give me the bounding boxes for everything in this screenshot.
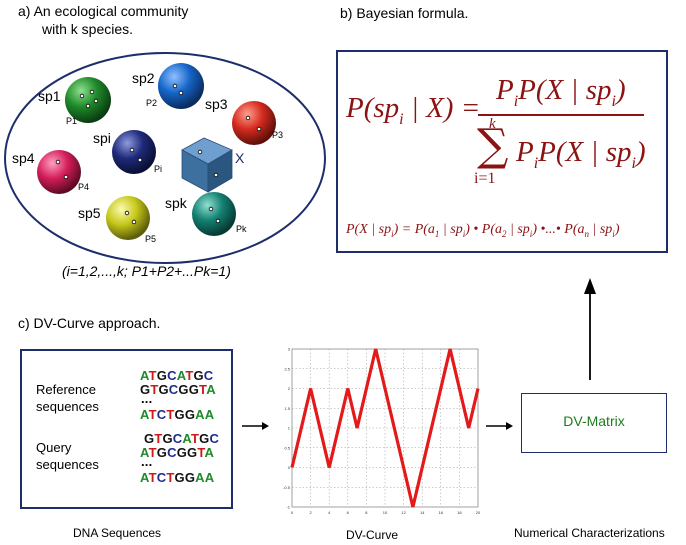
panel-a-title-line2: with k species. [42, 21, 134, 37]
species-label-sp4: sp4 [12, 150, 35, 166]
community-ellipse-diagram [4, 52, 326, 264]
species-sphere-sp2 [158, 63, 204, 109]
chart-xtick-label: 2 [309, 510, 312, 515]
formula-numerator: PiP(X | spi) [496, 74, 626, 110]
reference-seq-1: ATGCATGC [140, 368, 214, 383]
chart-ytick-label: -0.5 [283, 485, 291, 490]
chart-xtick-label: 4 [328, 510, 331, 515]
prob-label-pi: Pi [154, 164, 163, 174]
summation-sign: ∑ [477, 120, 509, 171]
caption-numerical: Numerical Characterizations [514, 526, 665, 540]
species-label-sp2: sp2 [132, 70, 155, 86]
species-label-sp5: sp5 [78, 205, 101, 221]
arrow-to-formula [584, 278, 596, 380]
dv-matrix-box: DV-Matrix [521, 393, 667, 453]
query-seq-3: ATCTGGAA [140, 470, 215, 485]
chart-xtick-label: 18 [457, 510, 462, 515]
chart-xtick-label: 0 [291, 510, 294, 515]
chart-xtick-label: 8 [365, 510, 368, 515]
reference-seq-3: ATCTGGAA [140, 407, 215, 422]
species-sphere-sp1 [65, 77, 111, 123]
panel-b-title: b) Bayesian formula. [340, 5, 469, 21]
chart-xtick-label: 6 [347, 510, 350, 515]
species-label-sp1: sp1 [38, 88, 61, 104]
prob-label-p1: P1 [66, 116, 78, 126]
species-sphere-sp5 [106, 196, 150, 240]
chart-ytick-label: 2 [288, 386, 291, 391]
community-ellipse [4, 52, 326, 264]
chart-ytick-label: 2.5 [284, 366, 290, 371]
unknown-label-x: X [235, 150, 245, 166]
reference-ellipsis: ... [141, 391, 153, 406]
chart-ytick-label: 3 [288, 347, 291, 352]
dv-curve-chart: 0 2 4 6 8 10 12 14 16 18 20 -1 -0.5 0 0.5 1 1.5 2 2.5 3 [283, 347, 481, 516]
prob-label-p3: P3 [272, 130, 284, 140]
fraction-bar [478, 114, 644, 116]
chart-xtick-label: 10 [383, 510, 388, 515]
dv-matrix-label: DV-Matrix [563, 413, 625, 429]
chart-xtick-label: 12 [401, 510, 406, 515]
chart-ytick-label: -1 [286, 505, 290, 510]
probability-condition: (i=1,2,...,k; P1+P2+...Pk=1) [62, 263, 231, 279]
panel-c-title: c) DV-Curve approach. [18, 315, 161, 331]
arrow-to-curve [242, 422, 269, 430]
species-sphere-spi [112, 130, 156, 174]
caption-dna-sequences: DNA Sequences [73, 526, 162, 540]
prob-label-p2: P2 [146, 98, 158, 108]
unknown-sample-cube [181, 137, 233, 193]
species-sphere-spk [192, 192, 236, 236]
sum-lower-limit: i=1 [474, 170, 496, 187]
formula-lhs: P(spi | X) = [346, 92, 481, 128]
species-label-spi: spi [93, 130, 111, 146]
reference-seq-2: GTGCGGTA [140, 382, 216, 397]
panel-a-title: a) An ecological community [18, 3, 189, 19]
species-sphere-sp4 [37, 150, 81, 194]
dv-curve-line [290, 348, 480, 508]
chart-xtick-label: 14 [420, 510, 425, 515]
chart-ytick-label: 1 [288, 426, 291, 431]
chart-ytick-label: 0 [288, 465, 291, 470]
chart-xtick-label: 16 [439, 510, 444, 515]
chart-ytick-label: 0.5 [284, 445, 290, 450]
bayesian-formula-box: P(spi | X) = PiP(X | spi) k ∑ i=1 PiP(X … [336, 50, 668, 253]
arrow-to-matrix [486, 422, 513, 430]
species-label-sp3: sp3 [205, 96, 228, 112]
query-ellipsis: ... [141, 454, 153, 469]
sum-upper-limit: k [489, 116, 496, 132]
prob-label-pk: Pk [236, 224, 247, 234]
species-label-spk: spk [165, 195, 187, 211]
prob-label-p5: P5 [145, 234, 157, 244]
chart-xtick-label: 20 [476, 510, 481, 515]
query-seq-2: ATGCGGTA [140, 445, 215, 460]
species-sphere-sp3 [232, 101, 276, 145]
likelihood-formula: P(X | spi) = P(a1 | spi) • P(a2 | spi) •… [346, 222, 620, 239]
caption-dv-curve: DV-Curve [346, 528, 399, 542]
chart-ytick-label: 1.5 [284, 406, 290, 411]
query-seq-1: GTGCATGC [144, 431, 220, 446]
formula-denominator: PiP(X | spi) [516, 136, 646, 172]
prob-label-p4: P4 [78, 182, 90, 192]
